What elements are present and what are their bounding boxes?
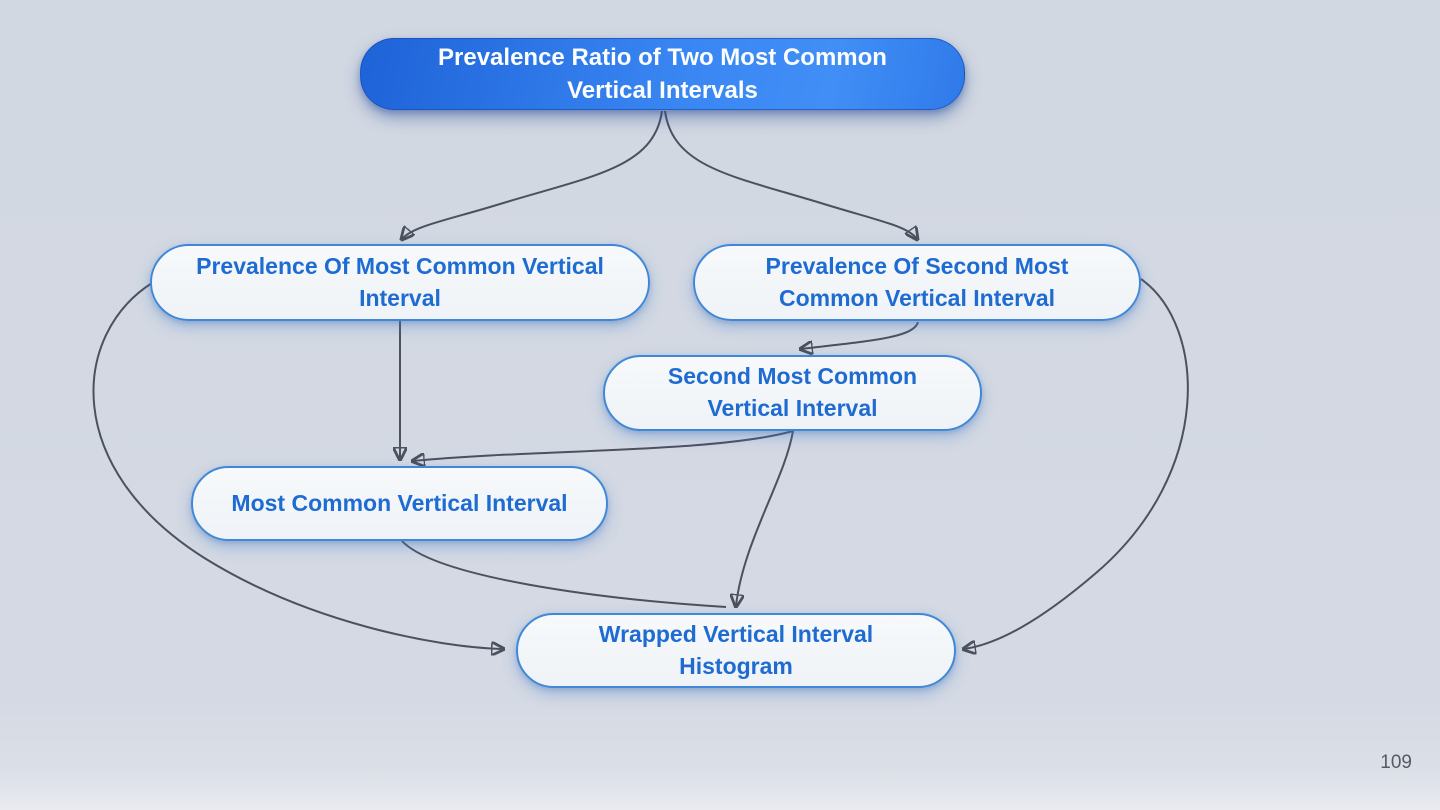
edge-root-to-prev-most	[402, 110, 663, 239]
edge-second-most-to-wrapped	[736, 430, 794, 606]
page-number: 109	[1380, 752, 1412, 773]
edge-prev-second-to-second-most	[801, 321, 919, 349]
node-prevalence-ratio: Prevalence Ratio of Two Most Common Vert…	[360, 38, 965, 110]
node-prevalence-of-most-common: Prevalence Of Most Common Vertical Inter…	[150, 244, 650, 321]
node-prevalence-of-second-most-common: Prevalence Of Second Most Common Vertica…	[693, 244, 1141, 321]
edge-prev-second-to-wrapped	[964, 278, 1189, 649]
node-second-most-common-interval: Second Most Common Vertical Interval	[603, 355, 982, 431]
node-wrapped-histogram: Wrapped Vertical Interval Histogram	[516, 613, 956, 688]
edge-most-common-to-wrapped	[401, 540, 727, 608]
edge-second-most-to-most-common	[413, 430, 794, 461]
node-most-common-interval: Most Common Vertical Interval	[191, 466, 608, 541]
edge-prev-most-to-wrapped	[92, 282, 503, 649]
edge-root-to-prev-second	[664, 110, 917, 239]
